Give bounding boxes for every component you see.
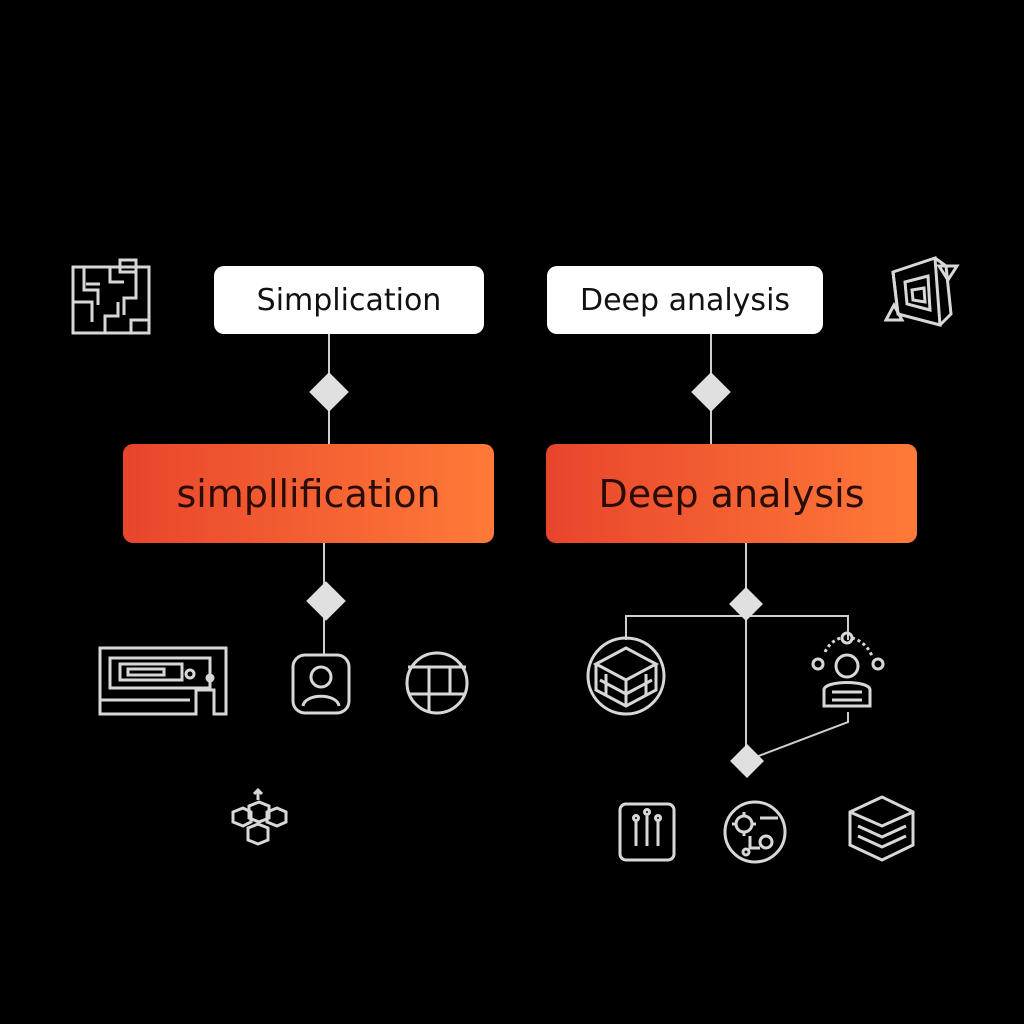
hex-network-icon — [231, 787, 288, 846]
user-network-icon — [811, 631, 885, 708]
window-grid-icon — [405, 651, 469, 715]
sliders-icon — [618, 802, 676, 862]
simplication-label: Simplication — [214, 266, 484, 334]
gear-network-icon — [723, 800, 787, 864]
user-profile-icon — [291, 653, 351, 715]
diamond-left-1 — [309, 372, 349, 412]
cube-frame-icon — [883, 255, 960, 327]
diamond-right-3 — [730, 744, 764, 778]
diamond-right-1 — [691, 372, 731, 412]
simplification-box: simpllification — [176, 471, 441, 516]
layers-stack-icon — [848, 795, 915, 862]
diamond-left-2 — [306, 581, 346, 621]
deep-analysis-box: Deep analysis — [598, 471, 865, 516]
deep-analysis-label: Deep analysis — [547, 266, 823, 334]
diamond-nodes — [306, 372, 764, 778]
deep-analysis-box-bg — [546, 444, 917, 543]
card-device-icon — [98, 646, 228, 716]
right-connectors — [625, 334, 849, 761]
simplification-box-bg — [123, 444, 494, 543]
hexagon-stack-icon — [586, 636, 666, 716]
maze-icon — [71, 258, 151, 335]
